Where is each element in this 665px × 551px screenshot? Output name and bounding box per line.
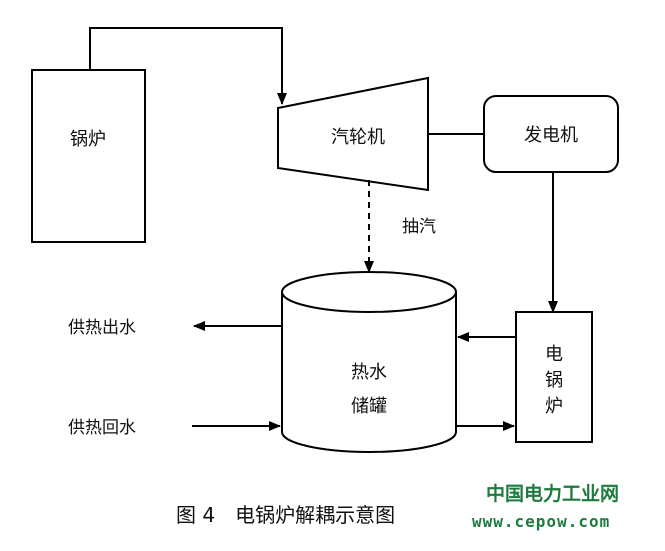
storage-tank-top <box>281 271 457 313</box>
figure-caption: 图 4 电锅炉解耦示意图 <box>176 503 395 527</box>
turbine-label: 汽轮机 <box>331 127 385 148</box>
electric-boiler-char-3: 炉 <box>545 396 563 417</box>
supply-return-label: 供热回水 <box>68 418 136 438</box>
storage-tank-body <box>281 292 457 453</box>
electric-boiler-box <box>515 311 593 443</box>
storage-label-line2: 储罐 <box>351 396 387 417</box>
boiler-box <box>31 69 146 243</box>
supply-out-label: 供热出水 <box>68 318 136 338</box>
electric-boiler-char-2: 锅 <box>545 370 563 391</box>
steam-pipe <box>89 27 287 105</box>
electric-boiler-char-1: 电 <box>545 344 563 365</box>
boiler-label: 锅炉 <box>70 129 106 150</box>
watermark-url: www.cepow.com <box>472 512 610 531</box>
generator-label: 发电机 <box>524 125 578 146</box>
extraction-label: 抽汽 <box>402 217 436 237</box>
turbine-shape <box>277 76 429 192</box>
generator-box <box>483 95 619 173</box>
watermark-title: 中国电力工业网 <box>486 482 619 505</box>
storage-label-line1: 热水 <box>351 362 387 383</box>
